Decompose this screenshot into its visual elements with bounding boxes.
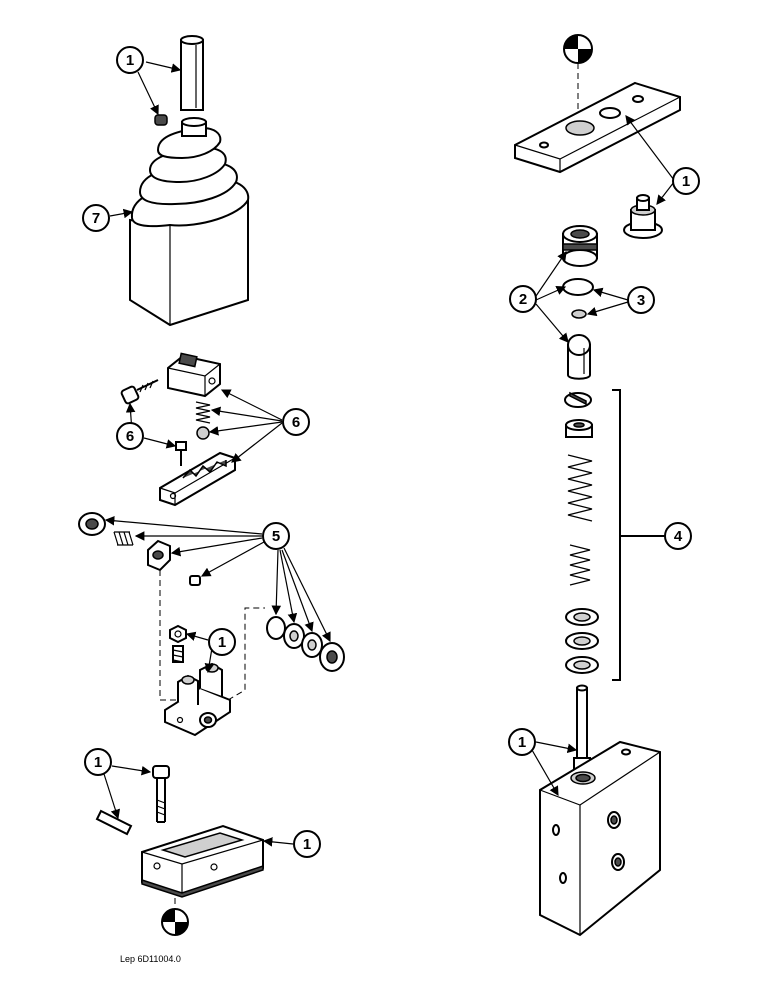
base-block [141,824,264,898]
svg-text:6: 6 [292,414,300,431]
ball [196,426,210,440]
svg-text:1: 1 [94,754,102,771]
washer-ring-3 [301,632,323,658]
washer-ring-1 [266,616,286,640]
small-spring [195,401,211,424]
control-rod [180,35,204,111]
callout-1-rod: 1 [116,46,144,74]
callout-1-bolt: 1 [84,748,112,776]
rubber-boot [129,117,250,327]
svg-text:1: 1 [218,634,226,651]
svg-text:1: 1 [682,173,690,190]
callout-1-pivot: 1 [208,628,236,656]
plunger-cap [623,194,663,239]
callout-4-spring-assembly: 4 [664,522,692,550]
hex-nut [169,624,187,644]
svg-text:7: 7 [92,210,100,227]
set-screw [172,645,184,663]
valve-body [539,740,661,937]
callout-2-bushing: 2 [509,285,537,313]
detent-block [147,539,171,572]
callout-7-boot: 7 [82,204,110,232]
washer-left [78,512,106,536]
washer-ring-2 [283,623,305,649]
washer-ring-4 [319,642,345,672]
drawing-reference: Lep 6D11004.0 [120,954,181,964]
dowel-pin [95,809,133,836]
svg-text:1: 1 [518,734,526,751]
callout-6-parts: 6 [282,408,310,436]
callout-1-top-plate: 1 [672,167,700,195]
leader-lines [103,61,675,847]
long-bolt [152,765,170,823]
svg-text:5: 5 [272,528,280,545]
callout-1-base-block: 1 [293,830,321,858]
svg-text:2: 2 [519,291,527,308]
svg-text:1: 1 [303,836,311,853]
callout-5-detent: 5 [262,522,290,550]
svg-text:6: 6 [126,428,134,445]
callout-6-screws: 6 [116,422,144,450]
guide-bushing [562,225,598,267]
top-plate [514,81,681,174]
callout-1-valve-body: 1 [508,728,536,756]
cap-screw-upper [120,379,159,405]
pivot-bracket [164,662,231,737]
svg-text:4: 4 [674,528,683,545]
lever-block [167,352,221,398]
base-bracket [159,451,236,507]
small-screw [175,441,187,466]
group-bracket [612,389,665,681]
small-seal [571,309,587,319]
position-target-icon [563,34,593,120]
plunger [567,334,591,380]
svg-text:3: 3 [637,292,645,309]
spring-left [113,531,134,546]
small-pin [154,114,168,126]
position-target-icon [161,898,189,936]
small-plug [189,575,201,586]
o-ring [562,278,594,296]
svg-text:1: 1 [126,52,134,69]
spring-assembly [564,391,599,674]
callout-3-seal: 3 [627,286,655,314]
